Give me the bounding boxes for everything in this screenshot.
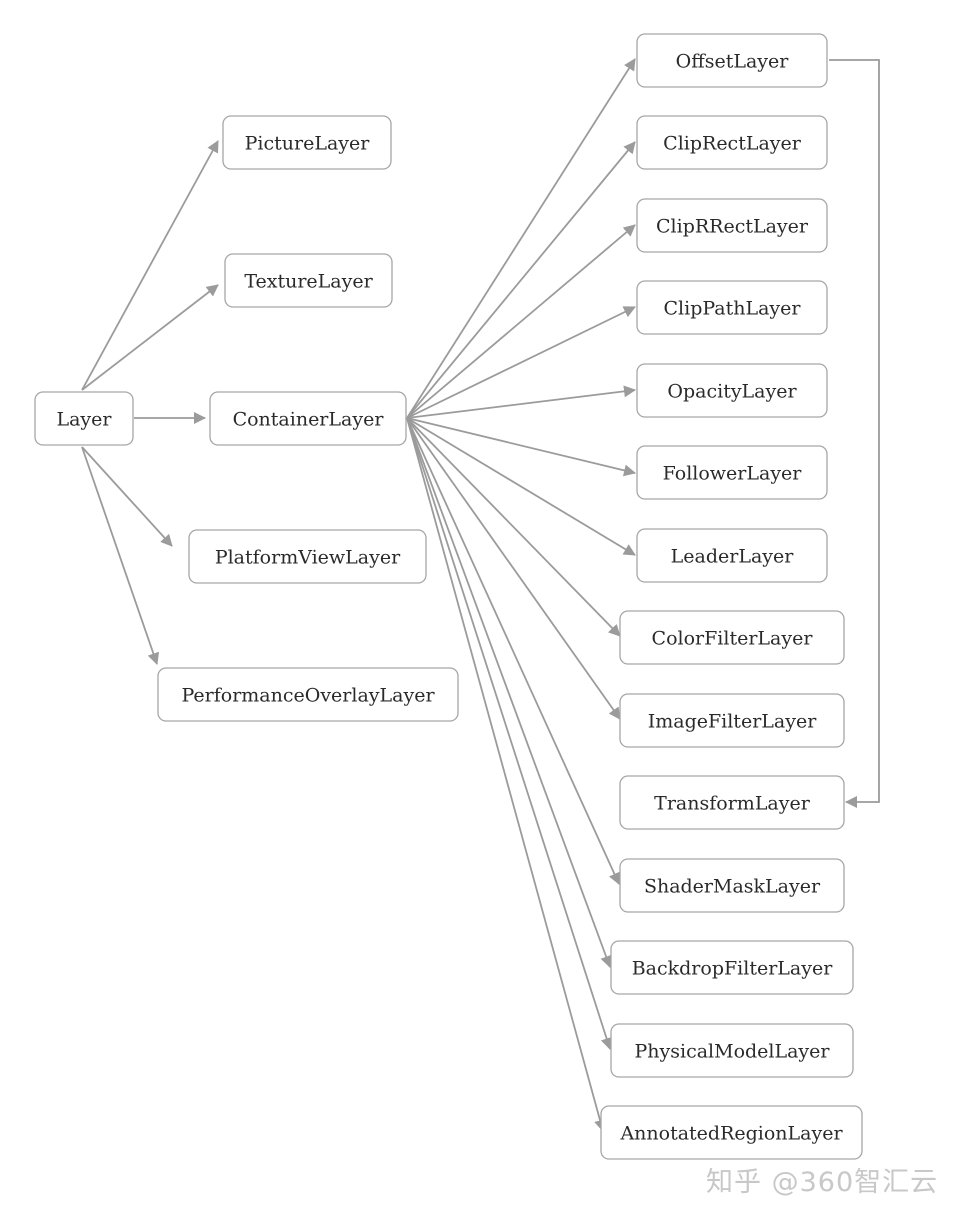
edge-layer-to-picture-layer	[81, 140, 219, 391]
node-color-filter-layer-box	[619, 610, 845, 665]
node-clip-rect-layer-box	[636, 115, 828, 170]
node-annotated-region-layer-box	[600, 1105, 863, 1160]
edge-container-layer-to-physical-model-layer	[406, 417, 613, 1050]
node-offset-layer-label: OffsetLayer	[676, 51, 790, 73]
node-opacity-layer-label: OpacityLayer	[667, 381, 797, 403]
node-leader-layer-label: LeaderLayer	[671, 546, 795, 568]
node-follower-layer-box	[636, 445, 828, 500]
node-image-filter-layer-label: ImageFilterLayer	[648, 711, 817, 733]
node-physical-model-layer-box	[610, 1023, 854, 1078]
watermark: 知乎 @360智汇云	[706, 1167, 939, 1198]
node-clip-rrect-layer-label: ClipRRectLayer	[656, 216, 809, 238]
node-picture-layer-box	[222, 115, 392, 170]
node-backdrop-filter-layer-box	[610, 940, 854, 995]
node-clip-rect-layer-label: ClipRectLayer	[663, 133, 802, 155]
node-platform-view-layer-box	[188, 529, 427, 584]
edge-container-layer-to-leader-layer	[406, 417, 636, 556]
node-transform-layer-label: TransformLayer	[654, 793, 811, 815]
node-transform-layer: TransformLayer	[619, 775, 845, 830]
edge-container-layer-to-color-filter-layer	[406, 417, 621, 637]
node-shader-mask-layer: ShaderMaskLayer	[619, 858, 845, 913]
edge-container-layer-to-clip-rect-layer	[406, 141, 636, 419]
node-layer-box	[34, 391, 134, 446]
node-follower-layer-label: FollowerLayer	[663, 463, 803, 485]
node-texture-layer-box	[224, 253, 393, 308]
node-shader-mask-layer-label: ShaderMaskLayer	[644, 876, 821, 898]
node-physical-model-layer: PhysicalModelLayer	[610, 1023, 854, 1078]
node-clip-rrect-layer-box	[636, 198, 828, 253]
node-backdrop-filter-layer: BackdropFilterLayer	[610, 940, 854, 995]
node-performance-overlay-layer-label: PerformanceOverlayLayer	[181, 685, 435, 707]
node-clip-path-layer-box	[636, 280, 828, 335]
node-physical-model-layer-label: PhysicalModelLayer	[634, 1041, 830, 1063]
node-clip-rect-layer: ClipRectLayer	[636, 115, 828, 170]
edge-container-layer-to-follower-layer	[406, 417, 636, 477]
node-image-filter-layer: ImageFilterLayer	[619, 693, 845, 748]
node-performance-overlay-layer-box	[157, 667, 459, 722]
edge-layer-to-platform-view-layer	[81, 446, 173, 547]
node-offset-layer-box	[636, 33, 828, 88]
node-transform-layer-box	[619, 775, 845, 830]
node-texture-layer: TextureLayer	[224, 253, 393, 308]
edge-container-layer-to-opacity-layer	[406, 385, 636, 419]
node-follower-layer: FollowerLayer	[636, 445, 828, 500]
edge-layer-to-texture-layer	[81, 284, 219, 391]
node-color-filter-layer-label: ColorFilterLayer	[652, 628, 814, 650]
edge-container-layer-to-image-filter-layer	[406, 417, 621, 720]
node-annotated-region-layer-label: AnnotatedRegionLayer	[619, 1123, 843, 1145]
node-platform-view-layer-label: PlatformViewLayer	[215, 547, 401, 569]
edge-container-layer-to-backdrop-filter-layer	[406, 417, 612, 968]
node-image-filter-layer-box	[619, 693, 845, 748]
edge-container-layer-to-annotated-region-layer	[406, 417, 606, 1132]
edge-container-layer-to-offset-layer	[406, 58, 636, 419]
node-container-layer-label: ContainerLayer	[233, 409, 385, 431]
node-container-layer: ContainerLayer	[209, 391, 407, 446]
edge-container-layer-to-shader-mask-layer	[406, 417, 620, 885]
edge-container-layer-to-clip-rrect-layer	[406, 224, 636, 419]
nodes: Layer PictureLayerTextureLayerContainerLa…	[34, 33, 863, 1160]
node-clip-path-layer: ClipPathLayer	[636, 280, 828, 335]
node-layer-label: Layer	[56, 409, 112, 431]
node-opacity-layer-box	[636, 363, 828, 418]
node-picture-layer-label: PictureLayer	[245, 133, 371, 155]
node-picture-layer: PictureLayer	[222, 115, 392, 170]
edges	[81, 58, 880, 1132]
node-texture-layer-label: TextureLayer	[244, 271, 373, 293]
node-leader-layer: LeaderLayer	[636, 528, 828, 583]
edge-layer-to-performance-overlay-layer	[81, 446, 160, 665]
node-platform-view-layer: PlatformViewLayer	[188, 529, 427, 584]
node-performance-overlay-layer: PerformanceOverlayLayer	[157, 667, 459, 722]
node-clip-path-layer-label: ClipPathLayer	[664, 298, 802, 320]
node-color-filter-layer: ColorFilterLayer	[619, 610, 845, 665]
node-clip-rrect-layer: ClipRRectLayer	[636, 198, 828, 253]
node-opacity-layer: OpacityLayer	[636, 363, 828, 418]
node-leader-layer-box	[636, 528, 828, 583]
node-backdrop-filter-layer-label: BackdropFilterLayer	[632, 958, 834, 980]
node-shader-mask-layer-box	[619, 858, 845, 913]
node-container-layer-box	[209, 391, 407, 446]
node-annotated-region-layer: AnnotatedRegionLayer	[600, 1105, 863, 1160]
node-offset-layer: OffsetLayer	[636, 33, 828, 88]
edge-offset-layer-to-transform-layer	[829, 59, 880, 808]
node-layer: Layer	[34, 391, 134, 446]
edge-container-layer-to-clip-path-layer	[406, 306, 636, 419]
